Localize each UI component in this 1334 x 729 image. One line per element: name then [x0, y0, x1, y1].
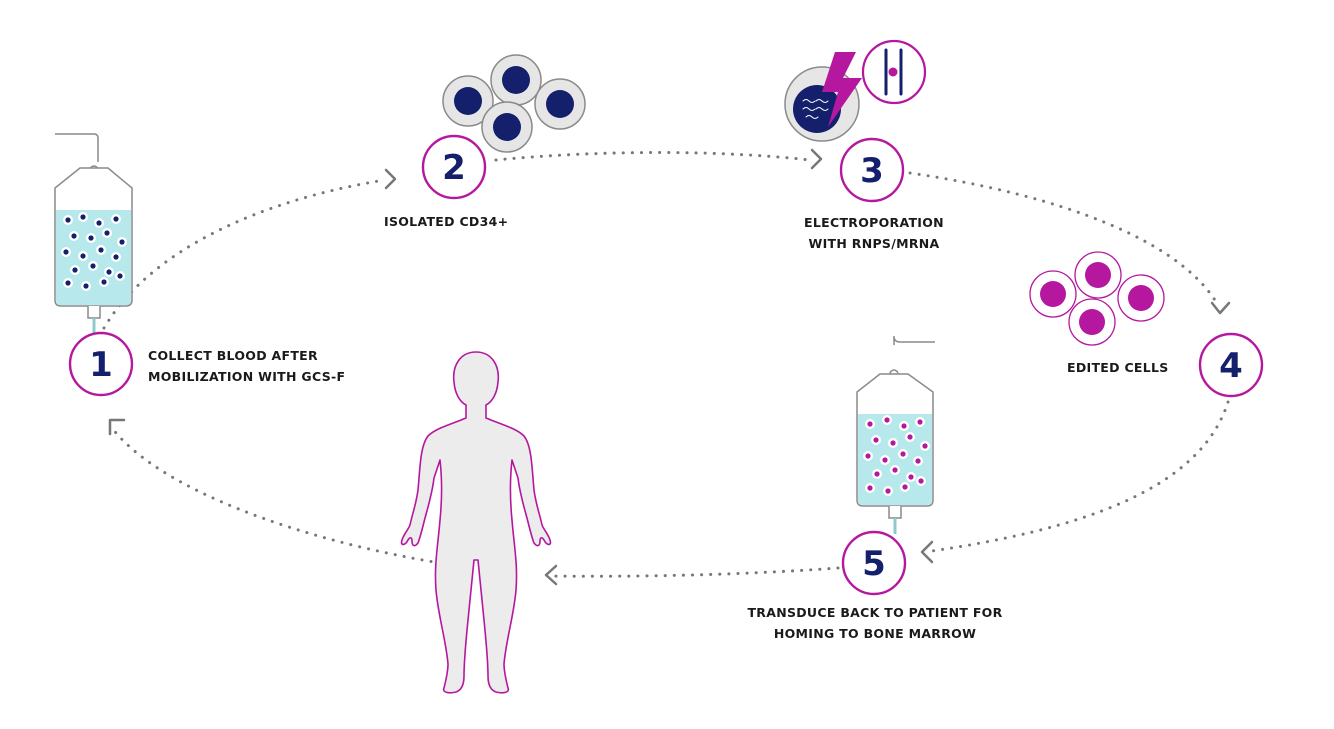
step-5-badge: 5: [841, 530, 907, 596]
edited-cells-icon: [1029, 251, 1165, 346]
step-5-label-line-2: HOMING TO BONE MARROW: [773, 626, 977, 641]
step-2-number: 2: [442, 148, 466, 188]
iv-bag-icon: [54, 133, 133, 336]
step-3-badge: 3: [839, 137, 905, 203]
arrow-path-2-3: [494, 151, 812, 162]
step-2-label: ISOLATED CD34+: [384, 211, 508, 232]
step-5-label-line-1: TRANSDUCE BACK TO PATIENT FOR: [747, 605, 1003, 620]
step-1-label-line-1: COLLECT BLOOD AFTER: [148, 348, 318, 363]
stem-cells-icon: [442, 54, 586, 153]
step-2-badge: 2: [421, 134, 487, 200]
step-4-badge: 4: [1198, 332, 1264, 398]
step-5-number: 5: [862, 544, 886, 584]
human-body-icon: [400, 351, 552, 694]
arrowhead-2: [384, 168, 397, 190]
step-3-label-line-2: WITH RNPs/mRNA: [808, 236, 940, 251]
step-3-label: ELECTROPORATION WITH RNPs/mRNA: [774, 212, 974, 254]
step-1-label: COLLECT BLOOD AFTER MOBILIZATION WITH GC…: [148, 345, 345, 387]
lightning-cell-icon: [784, 52, 862, 142]
arrowhead-body: [544, 564, 558, 586]
arrowhead-3: [810, 148, 823, 170]
dna-edit-icon: [861, 39, 927, 105]
step-4-label-line-1: EDITED CELLS: [1067, 360, 1169, 375]
arrowhead-4: [1210, 301, 1231, 315]
step-2-label-line-1: ISOLATED CD34+: [384, 214, 509, 229]
arrow-path-body-1: [110, 426, 442, 565]
step-3-label-line-1: ELECTROPORATION: [804, 215, 944, 230]
step-1-number: 1: [89, 345, 113, 385]
arrow-path-4-5: [923, 400, 1230, 554]
step-5-label: TRANSDUCE BACK TO PATIENT FOR HOMING TO …: [700, 602, 1050, 644]
arrowhead-5: [920, 540, 934, 564]
step-4-number: 4: [1219, 346, 1243, 386]
iv-bag-icon: [856, 335, 935, 534]
step-3-number: 3: [860, 151, 884, 191]
arrow-heads: [108, 148, 1231, 586]
arrowhead-1: [108, 418, 126, 436]
step-1-badge: 1: [68, 331, 134, 397]
step-1-label-line-2: MOBILIZATION WITH GCS-F: [148, 369, 346, 384]
arrow-path-5-body: [546, 566, 840, 578]
step-4-label: EDITED CELLS: [1067, 357, 1169, 378]
arrow-path-1-2: [102, 178, 387, 330]
step-circles: 1 2 3 4 5: [68, 134, 1264, 596]
